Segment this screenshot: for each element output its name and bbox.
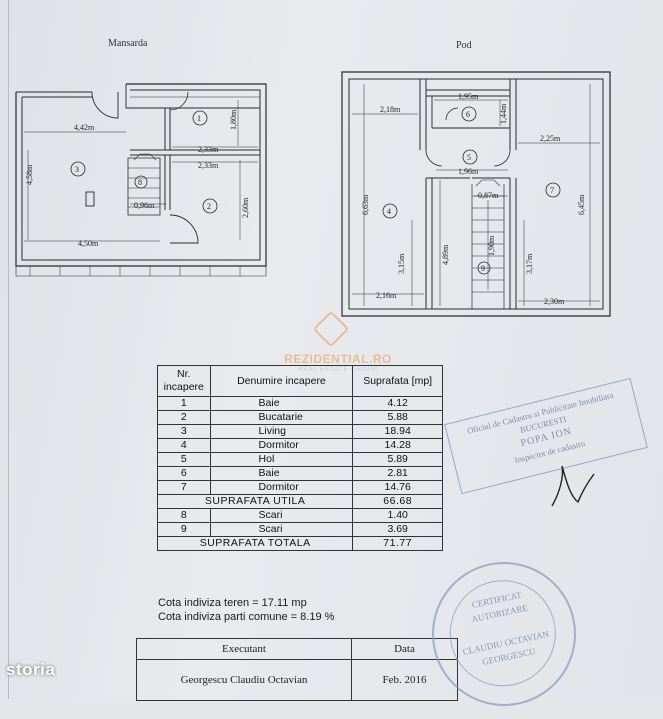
dim-label: 2,16m xyxy=(376,291,397,300)
table-row: 9 Scari 3.69 xyxy=(157,522,443,537)
room-number: 8 xyxy=(138,178,142,187)
executant-name: Georgescu Claudiu Octavian xyxy=(136,659,352,701)
cell-area: 2.81 xyxy=(352,466,443,481)
room-number: 4 xyxy=(387,207,391,216)
brand-logo-icon xyxy=(312,310,350,348)
dim-label: 1,96m xyxy=(458,167,479,176)
dim-label: 2,33m xyxy=(198,161,219,170)
watermark-brand: REZIDENTIAL.RO xyxy=(284,352,392,366)
cell-name: Scari xyxy=(209,522,354,537)
dim-label: 2,60m xyxy=(241,197,250,218)
dim-label: 2,25m xyxy=(540,134,561,143)
cell-area: 4.12 xyxy=(352,396,443,411)
floor-plans: 4,42m 4,58m 2,33m 1,80m 2,33m 2,60m 0,96… xyxy=(15,71,611,317)
cell-nr: 7 xyxy=(157,480,211,495)
cell-nr: 5 xyxy=(157,452,211,467)
cell-name: Baie xyxy=(209,396,354,411)
dim-label: 0,96m xyxy=(134,201,155,210)
table-row: 1 Baie 4.12 xyxy=(157,396,443,411)
mansarda-title: Mansarda xyxy=(108,38,148,49)
areas-table: Nr. incapere Denumire incapere Suprafata… xyxy=(156,365,443,551)
dim-label: 6,63m xyxy=(361,194,370,215)
executant-date: Feb. 2016 xyxy=(351,659,458,701)
dim-label: 1,80m xyxy=(229,109,238,130)
total-row: SUPRAFATA TOTALA 71.77 xyxy=(156,536,443,551)
page-margin-line xyxy=(8,0,9,699)
dim-label: 2,18m xyxy=(380,105,401,114)
cell-name: Baie xyxy=(209,466,354,481)
cell-nr: 4 xyxy=(157,438,211,453)
table-row: 6 Baie 2.81 xyxy=(157,466,443,481)
dim-label: 6,45m xyxy=(577,194,586,215)
table-row: 2 Bucatarie 5.88 xyxy=(157,410,443,425)
cell-nr: 3 xyxy=(157,424,211,439)
cell-area: 18.94 xyxy=(352,424,443,439)
dim-label: 1,95m xyxy=(458,92,479,101)
total-value: 71.77 xyxy=(352,536,443,551)
room-number: 3 xyxy=(75,165,79,174)
cell-name: Dormitor xyxy=(209,480,354,495)
storia-logo[interactable]: storia xyxy=(6,660,56,679)
dim-label: 0,87m xyxy=(478,191,499,200)
room-number: 7 xyxy=(550,186,554,195)
cell-nr: 1 xyxy=(157,396,211,411)
table-row: 8 Scari 1.40 xyxy=(157,508,443,523)
dim-label: 4,58m xyxy=(25,164,34,185)
cell-area: 3.69 xyxy=(352,522,443,537)
dim-label: 4,50m xyxy=(78,239,99,248)
cell-area: 14.28 xyxy=(352,438,443,453)
executant-header: Executant xyxy=(136,638,352,660)
cell-name: Bucatarie xyxy=(209,410,354,425)
room-number: 1 xyxy=(197,114,201,123)
cell-area: 1.40 xyxy=(352,508,443,523)
signature xyxy=(551,465,595,507)
pod-plan xyxy=(341,71,611,317)
subtotal-value: 66.68 xyxy=(352,494,443,509)
header-name: Denumire incapere xyxy=(209,365,354,397)
room-number: 6 xyxy=(466,110,470,119)
room-number: 9 xyxy=(481,264,485,273)
pod-title: Pod xyxy=(456,40,472,51)
data-header: Data xyxy=(351,638,458,660)
cell-nr: 2 xyxy=(157,410,211,425)
dim-label: 2,30m xyxy=(544,297,565,306)
subtotal-row: SUPRAFATA UTILA 66.68 xyxy=(156,494,443,509)
cota-teren: Cota indiviza teren = 17.11 mp xyxy=(158,597,307,609)
subtotal-label: SUPRAFATA UTILA xyxy=(156,494,354,509)
room-number: 2 xyxy=(207,202,211,211)
cell-nr: 9 xyxy=(157,522,211,537)
executant-table: Executant Data Georgescu Claudiu Octavia… xyxy=(136,638,458,701)
dim-label: 3,15m xyxy=(397,253,406,274)
dim-label: 4,42m xyxy=(74,123,95,132)
dim-label: 2,33m xyxy=(198,145,219,154)
dim-label: 3,17m xyxy=(525,253,534,274)
cell-name: Living xyxy=(209,424,354,439)
cell-area: 14.76 xyxy=(352,480,443,495)
dim-label: 1,44m xyxy=(499,103,508,124)
table-row: 3 Living 18.94 xyxy=(157,424,443,439)
dim-label: 1,90m xyxy=(487,235,496,256)
cell-area: 5.88 xyxy=(352,410,443,425)
cell-name: Scari xyxy=(209,508,354,523)
cota-parti: Cota indiviza parti comune = 8.19 % xyxy=(158,611,335,623)
cell-area: 5.89 xyxy=(352,452,443,467)
room-number: 5 xyxy=(467,153,471,162)
cell-nr: 8 xyxy=(157,508,211,523)
mansarda-plan xyxy=(15,83,267,277)
header-nr: Nr. incapere xyxy=(157,365,211,397)
cell-name: Hol xyxy=(209,452,354,467)
cell-nr: 6 xyxy=(157,466,211,481)
table-row: 4 Dormitor 14.28 xyxy=(157,438,443,453)
table-row: 5 Hol 5.89 xyxy=(157,452,443,467)
total-label: SUPRAFATA TOTALA xyxy=(156,536,354,551)
dim-label: 4,89m xyxy=(441,244,450,265)
header-area: Suprafata [mp] xyxy=(352,365,443,397)
table-row: 7 Dormitor 14.76 xyxy=(157,480,443,495)
watermark-logo: REZIDENTIAL.RO REAL ESTATE GROUP xyxy=(258,310,418,373)
cell-name: Dormitor xyxy=(209,438,354,453)
